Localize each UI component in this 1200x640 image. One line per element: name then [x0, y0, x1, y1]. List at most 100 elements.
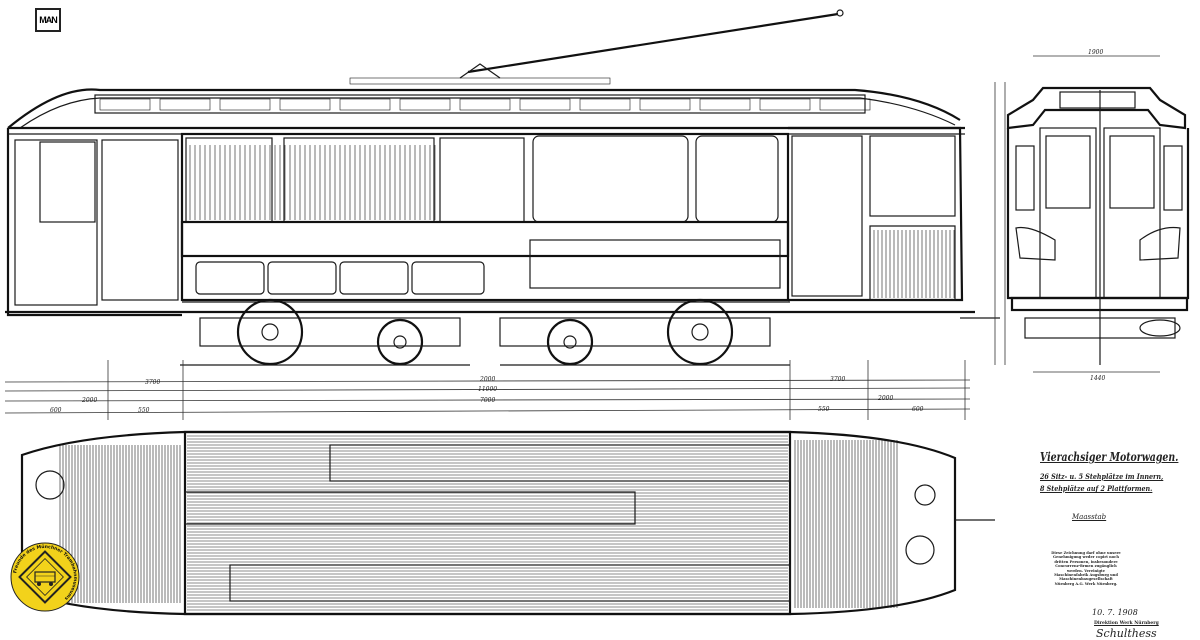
- dim-right-overhang: 3700: [830, 376, 845, 383]
- dimension-lines: 3700 2000 3700 11000 7000 2000 2000 600 …: [4, 360, 971, 420]
- copyright-note: Diese Zeichnung darf ohne unsere Genehmi…: [1051, 551, 1121, 586]
- floor-slats: [59, 435, 898, 611]
- end-seat-right: [1139, 226, 1181, 261]
- dim-left-overhang: 3700: [145, 379, 160, 386]
- seat-bench: [329, 444, 791, 482]
- panel: [339, 261, 409, 295]
- panel: [267, 261, 337, 295]
- man-logo: MAN: [35, 8, 61, 32]
- seat-bench: [229, 564, 791, 602]
- end-clerestory-window: [1059, 91, 1136, 109]
- end-side-window: [1015, 145, 1035, 211]
- dim-left-step-2: 550: [138, 407, 150, 414]
- wheel: [666, 298, 734, 366]
- wheel-hub: [563, 335, 577, 349]
- window: [283, 137, 435, 223]
- dim-right-step: 550: [818, 406, 830, 413]
- dim-end-width-bottom: 1440: [1090, 375, 1105, 382]
- window: [532, 135, 689, 223]
- wheel: [236, 298, 304, 366]
- clerestory-window: [519, 98, 571, 111]
- left-platform: [6, 128, 182, 317]
- roof-inner: [19, 97, 956, 129]
- trolley-base: [459, 63, 501, 79]
- dim-body-length: 7000: [480, 397, 495, 404]
- clerestory-window: [699, 98, 751, 111]
- dim-overall-length: 11000: [478, 386, 497, 393]
- seat-bench: [184, 491, 636, 525]
- belt-rail: [180, 220, 790, 258]
- firm-name: Direktion Werk Nürnberg: [1094, 621, 1159, 627]
- clerestory-window: [399, 98, 451, 111]
- scale-label: Maasstab: [1072, 513, 1107, 521]
- controller-left: [35, 470, 65, 500]
- dim-left-step: 600: [50, 407, 62, 414]
- wheel-hub: [393, 335, 407, 349]
- right-platform: [788, 126, 964, 302]
- trolley-pole: [467, 12, 839, 74]
- end-door-right: [1103, 127, 1161, 299]
- left-end-window: [14, 139, 98, 306]
- window: [695, 135, 779, 223]
- clerestory-window: [219, 98, 271, 111]
- controller-right: [905, 535, 935, 565]
- curtain-hatching: [189, 145, 436, 220]
- bogie-frame: [499, 317, 771, 347]
- capacity-line-1: 26 Sitz- u. 5 Stehplätze im Innern,: [1040, 472, 1164, 481]
- panel: [529, 239, 781, 289]
- clerestory-window: [579, 98, 631, 111]
- bogie-frame: [199, 317, 461, 347]
- dim-right-step-2: 600: [912, 406, 924, 413]
- plan-outline: [20, 430, 957, 616]
- car-body: [180, 132, 790, 302]
- end-roof: [1006, 86, 1187, 130]
- clerestory: [94, 94, 866, 114]
- end-door-left: [1039, 127, 1097, 299]
- right-door: [791, 135, 863, 297]
- clerestory-window: [279, 98, 331, 111]
- clerestory-window: [459, 98, 511, 111]
- dim-right-platform: 2000: [877, 395, 893, 402]
- right-end-window: [869, 135, 956, 217]
- bogie-right: [499, 298, 790, 366]
- window: [439, 137, 525, 223]
- roof-boards: [349, 77, 611, 85]
- side-view: [5, 9, 1000, 366]
- wheel: [376, 318, 424, 366]
- plan-view: [20, 430, 995, 616]
- panel: [411, 261, 485, 295]
- clerestory-window: [639, 98, 691, 111]
- left-end-glass: [39, 141, 96, 223]
- wheel-hub: [261, 323, 279, 341]
- clerestory-window: [759, 98, 811, 111]
- right-dash: [869, 225, 956, 301]
- clerestory-window: [99, 98, 151, 111]
- museum-badge: Freunde des Münchner Trambahnmuseums: [10, 542, 80, 612]
- end-door-glass: [1045, 135, 1091, 209]
- dim-bogie-centers: 2000: [479, 376, 495, 383]
- left-door: [101, 139, 179, 301]
- dim-left-platform: 2000: [81, 397, 97, 404]
- drawing-date: 10. 7. 1908: [1092, 608, 1138, 618]
- dash-hatching: [873, 230, 955, 298]
- clerestory-window: [159, 98, 211, 111]
- clerestory-windows: [99, 98, 871, 111]
- window: [185, 137, 273, 223]
- brake-handle-right: [914, 484, 936, 506]
- end-view: 1900 1440: [994, 49, 1190, 382]
- wheel: [546, 318, 594, 366]
- trolley-head: [836, 9, 844, 17]
- roof-outline: [7, 88, 961, 129]
- clerestory-window: [339, 98, 391, 111]
- end-brake-wheel: [1139, 319, 1181, 337]
- bogie-left: [180, 298, 470, 366]
- dim-end-width-top: 1900: [1088, 49, 1103, 56]
- title-block: Vierachsiger Motorwagen. 26 Sitz- u. 5 S…: [1040, 450, 1200, 640]
- wheel-hub: [691, 323, 709, 341]
- clerestory-window: [819, 98, 871, 111]
- end-seat-left: [1015, 226, 1056, 261]
- drawing-title: Vierachsiger Motorwagen.: [1040, 450, 1179, 464]
- panel: [195, 261, 265, 295]
- capacity-line-2: 8 Stehplätze auf 2 Plattformen.: [1040, 484, 1153, 493]
